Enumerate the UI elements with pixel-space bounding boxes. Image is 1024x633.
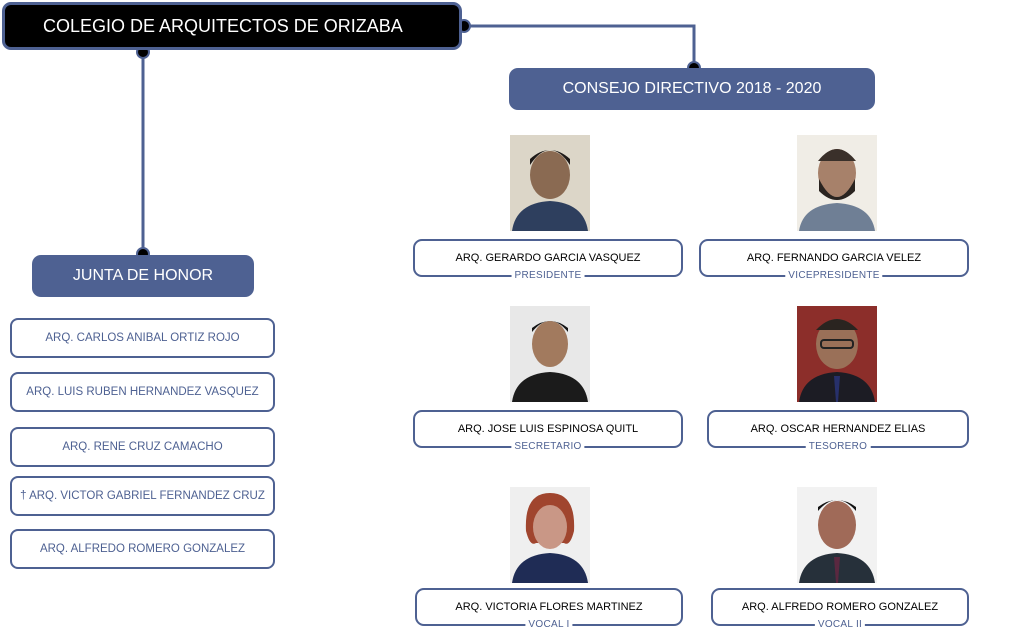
portrait-photo-vocal-1 xyxy=(510,487,590,583)
portrait-photo-vicepresidente xyxy=(797,135,877,231)
member-card-tesorero: ARQ. OSCAR HERNANDEZ ELIAS TESORERO xyxy=(707,410,969,453)
honor-member-name: ARQ. ALFREDO ROMERO GONZALEZ xyxy=(39,543,246,555)
member-name: ARQ. JOSE LUIS ESPINOSA QUITL xyxy=(457,423,639,435)
organization-title: COLEGIO DE ARQUITECTOS DE ORIZABA xyxy=(2,2,462,50)
consejo-heading-text: CONSEJO DIRECTIVO 2018 - 2020 xyxy=(562,80,822,97)
member-name: ARQ. FERNANDO GARCIA VELEZ xyxy=(746,252,922,264)
portrait-photo-vocal-2 xyxy=(797,487,877,583)
member-role: VOCAL II xyxy=(814,619,866,631)
consejo-heading: CONSEJO DIRECTIVO 2018 - 2020 xyxy=(509,68,875,110)
honor-member-5: ARQ. ALFREDO ROMERO GONZALEZ xyxy=(10,529,275,569)
honor-member-4: † ARQ. VICTOR GABRIEL FERNANDEZ CRUZ xyxy=(10,476,275,516)
honor-member-3: ARQ. RENE CRUZ CAMACHO xyxy=(10,427,275,467)
member-card-vocal-1: ARQ. VICTORIA FLORES MARTINEZ VOCAL I xyxy=(415,588,683,631)
organization-title-text: COLEGIO DE ARQUITECTOS DE ORIZABA xyxy=(43,15,403,36)
member-name: ARQ. ALFREDO ROMERO GONZALEZ xyxy=(741,601,939,613)
member-role: VOCAL I xyxy=(525,619,573,631)
junta-heading-text: JUNTA DE HONOR xyxy=(72,267,214,284)
member-name: ARQ. GERARDO GARCIA VASQUEZ xyxy=(455,252,641,264)
member-role: VICEPRESIDENTE xyxy=(785,270,883,282)
junta-heading: JUNTA DE HONOR xyxy=(32,255,254,297)
honor-member-2: ARQ. LUIS RUBEN HERNANDEZ VASQUEZ xyxy=(10,372,275,412)
member-name: ARQ. VICTORIA FLORES MARTINEZ xyxy=(455,601,643,613)
member-card-secretario: ARQ. JOSE LUIS ESPINOSA QUITL SECRETARIO xyxy=(413,410,683,453)
honor-member-1: ARQ. CARLOS ANIBAL ORTIZ ROJO xyxy=(10,318,275,358)
portrait-photo-presidente xyxy=(510,135,590,231)
portrait-photo-tesorero xyxy=(797,306,877,402)
member-role: TESORERO xyxy=(805,441,871,453)
member-role: SECRETARIO xyxy=(511,441,585,453)
member-card-vicepresidente: ARQ. FERNANDO GARCIA VELEZ VICEPRESIDENT… xyxy=(699,239,969,282)
member-card-presidente: ARQ. GERARDO GARCIA VASQUEZ PRESIDENTE xyxy=(413,239,683,282)
portrait-photo-secretario xyxy=(510,306,590,402)
member-name: ARQ. OSCAR HERNANDEZ ELIAS xyxy=(750,423,926,435)
honor-member-name: ARQ. RENE CRUZ CAMACHO xyxy=(62,441,223,453)
honor-member-name: † ARQ. VICTOR GABRIEL FERNANDEZ CRUZ xyxy=(20,490,265,502)
honor-member-name: ARQ. CARLOS ANIBAL ORTIZ ROJO xyxy=(45,332,240,344)
member-card-vocal-2: ARQ. ALFREDO ROMERO GONZALEZ VOCAL II xyxy=(711,588,969,631)
honor-member-name: ARQ. LUIS RUBEN HERNANDEZ VASQUEZ xyxy=(26,386,259,398)
member-role: PRESIDENTE xyxy=(511,270,585,282)
